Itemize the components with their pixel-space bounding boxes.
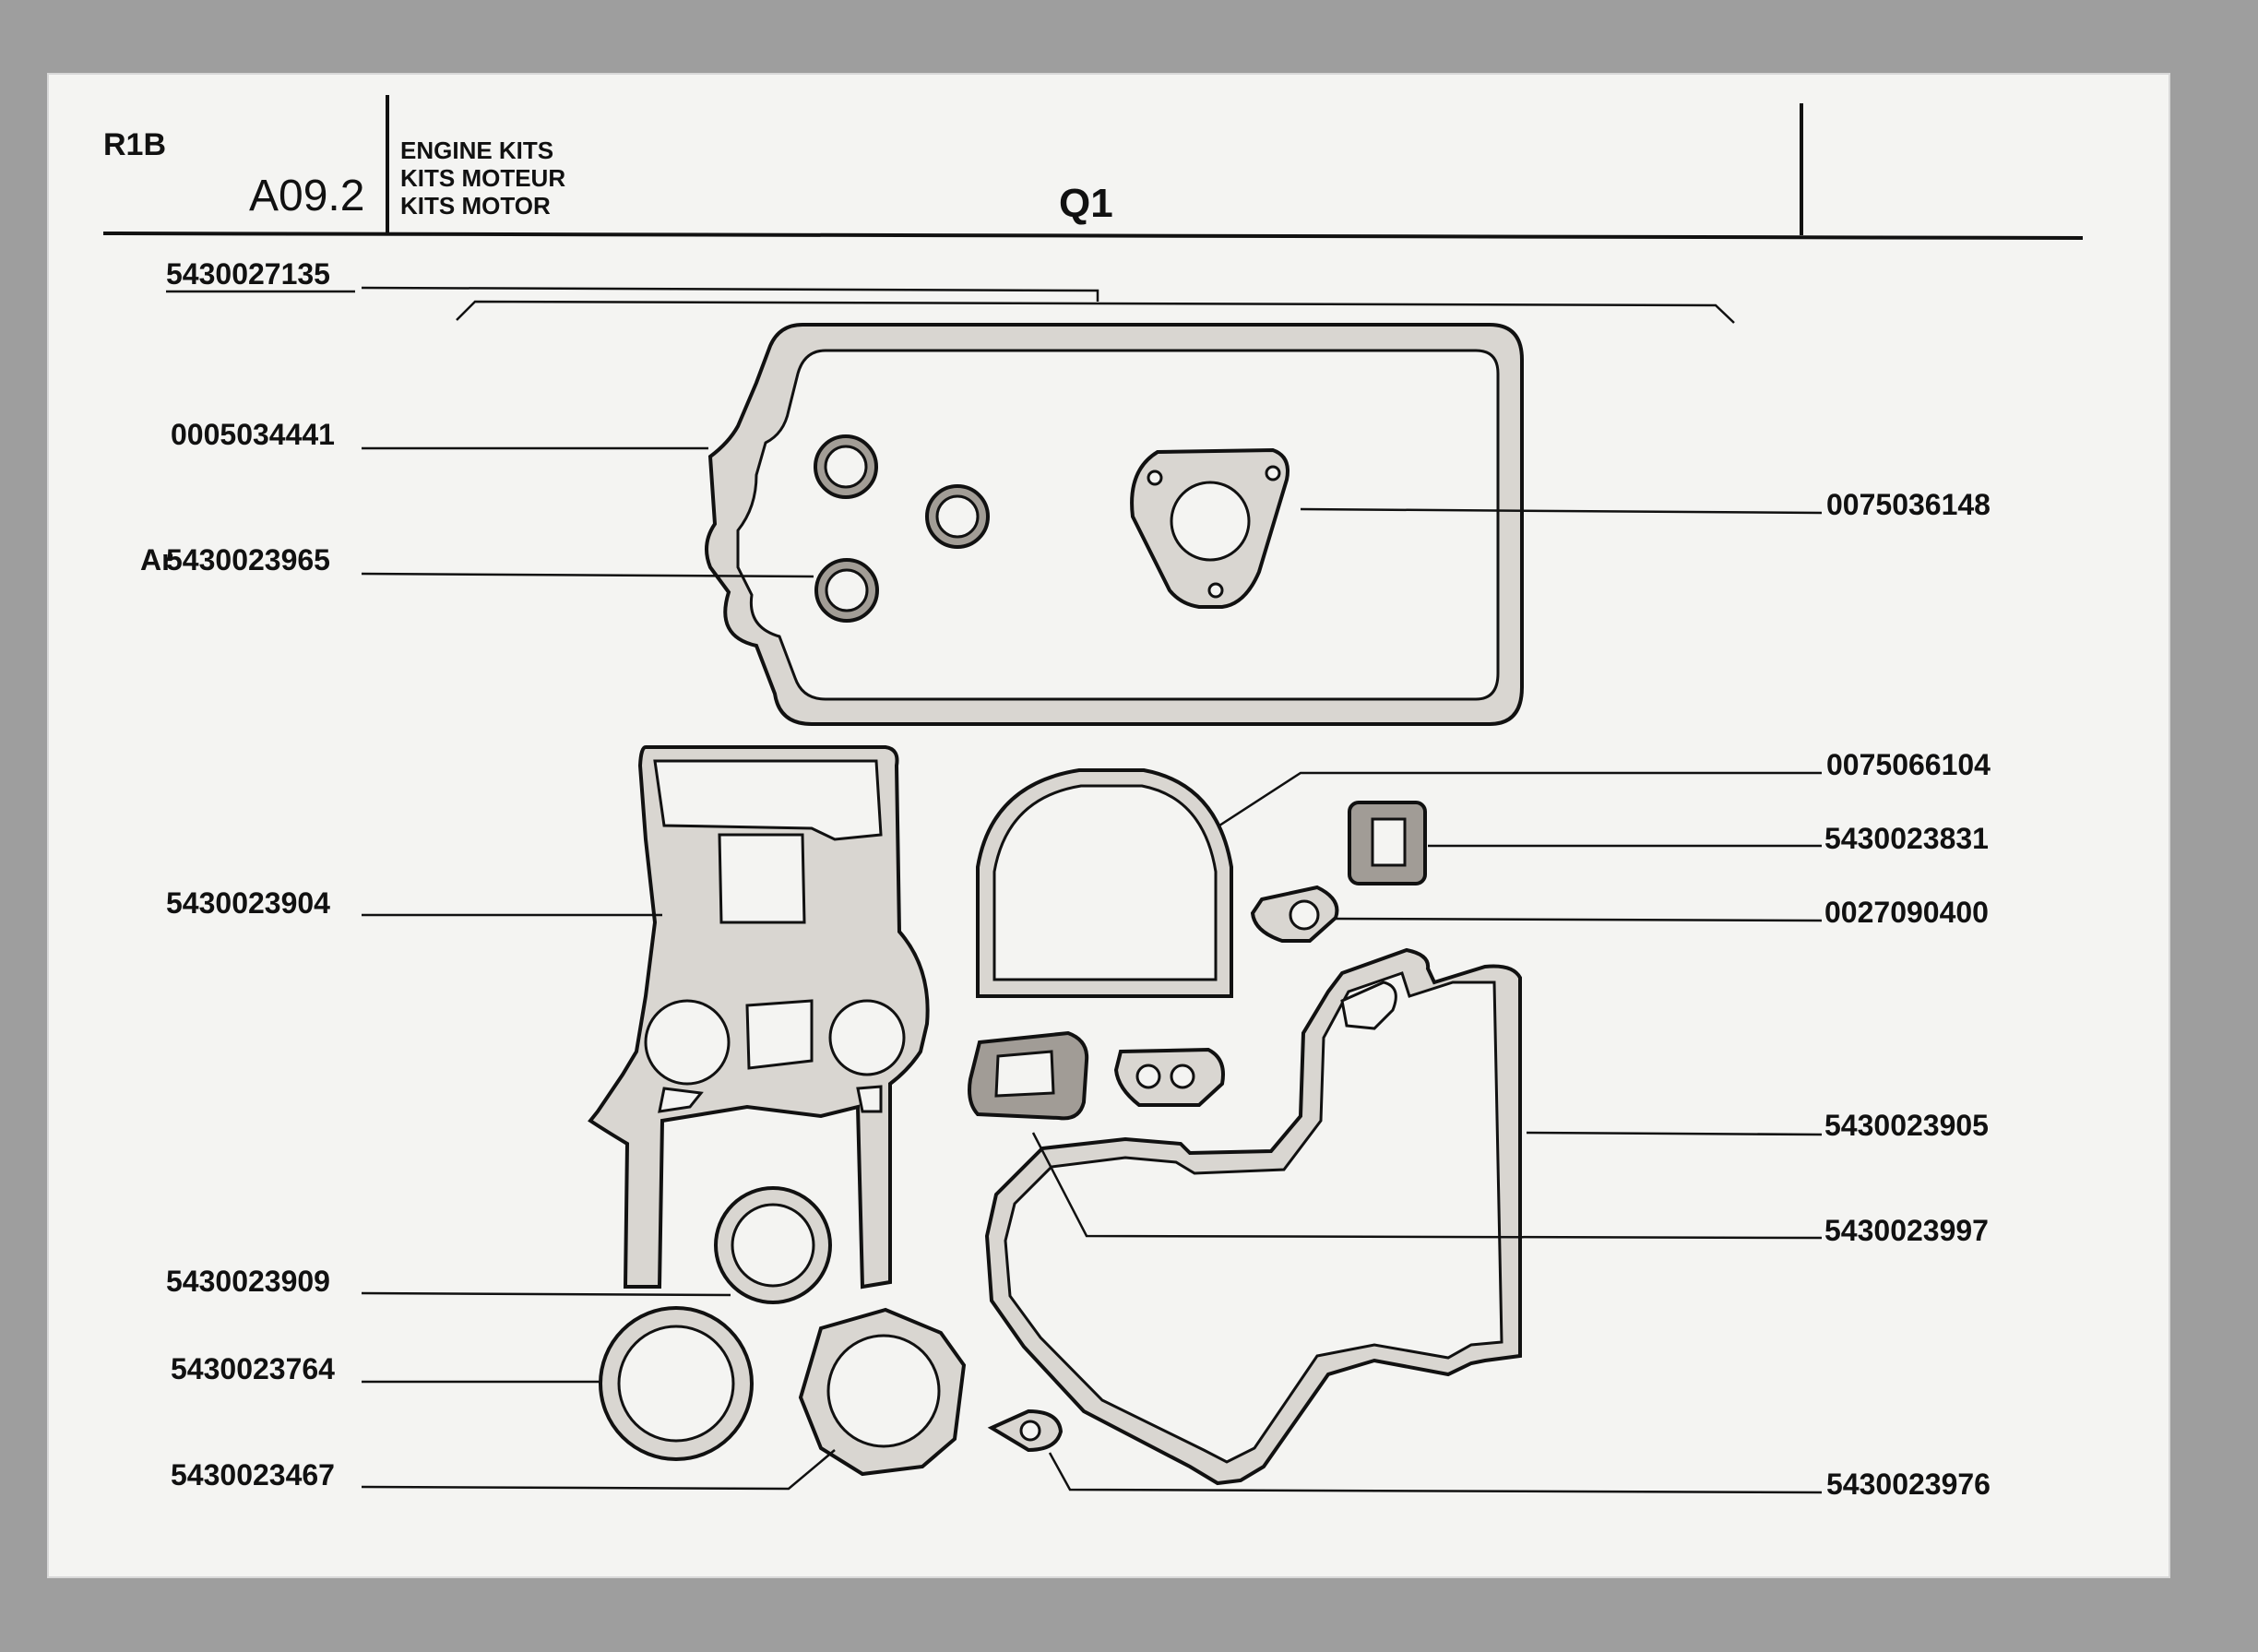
timing-cover-gasket: [588, 745, 930, 1290]
header: R1B A09.2 ENGINE KITS KITS MOTEUR KITS M…: [102, 95, 2084, 240]
kit-leader-line: [361, 286, 1099, 302]
part-number-0075036148: 0075036148: [1826, 488, 1991, 521]
leader-5430023976: [1048, 1452, 1823, 1494]
oil-pump-gasket: [968, 1030, 1089, 1121]
leader-0075066104: [1218, 771, 1822, 827]
leader-5430023965: [361, 572, 814, 578]
part-number-5430023467: 5430023467: [171, 1458, 335, 1492]
part-number-5430023831: 5430023831: [1824, 822, 1989, 855]
leader-5430023467: [361, 1449, 836, 1491]
seal-ring-2-bore: [935, 494, 980, 539]
leader-5430023905: [1526, 1131, 1823, 1136]
part-number-5430023976: 5430023976: [1826, 1468, 1991, 1501]
part-number-0075066104: 0075066104: [1826, 748, 1991, 781]
group-code: Q1: [1059, 181, 1113, 226]
title-en: ENGINE KITS: [400, 137, 553, 164]
section-code: A09.2: [249, 172, 364, 220]
seal-ring-1-bore: [824, 445, 868, 489]
part-number-0027090400: 0027090400: [1824, 896, 1989, 929]
oil-pan-gasket: [705, 323, 1524, 726]
seal-ring-3-bore: [825, 568, 869, 612]
double-flange-gasket: [1113, 1047, 1225, 1107]
title-fr: KITS MOTEUR: [400, 164, 565, 192]
water-pump-gasket: [714, 1186, 832, 1304]
part-number-5430023904: 5430023904: [166, 886, 330, 920]
kit-bracket: [456, 300, 1735, 324]
oval-gasket: [1250, 885, 1339, 943]
part-number-5430023997: 5430023997: [1824, 1214, 1989, 1247]
model-code: R1B: [103, 127, 166, 162]
part-number-5430023764: 5430023764: [171, 1352, 335, 1385]
round-cover-gasket: [599, 1306, 754, 1461]
header-rule: [102, 232, 2084, 240]
square-cover-gasket: [1348, 801, 1427, 885]
rear-seal-arch-gasket: [976, 768, 1233, 998]
part-number-5430023965: 5430023965: [166, 543, 330, 576]
leader-0027090400: [1335, 917, 1823, 922]
part-number-kit: 5430027135: [166, 257, 330, 291]
sump-gasket: [984, 947, 1522, 1486]
triangular-flange-gasket: [1130, 447, 1289, 609]
leader-5430023997: [1031, 1132, 1823, 1240]
prefix-ar: Ar: [140, 543, 173, 576]
leader-5430023909: [361, 1291, 731, 1297]
hex-flange-gasket: [798, 1307, 967, 1477]
leader-0075036148: [1300, 507, 1823, 515]
title-es: KITS MOTOR: [400, 192, 551, 220]
teardrop-gasket: [987, 1408, 1064, 1453]
part-number-5430023905: 5430023905: [1824, 1109, 1989, 1142]
part-number-0005034441: 0005034441: [171, 418, 335, 451]
part-number-5430023909: 5430023909: [166, 1265, 330, 1298]
